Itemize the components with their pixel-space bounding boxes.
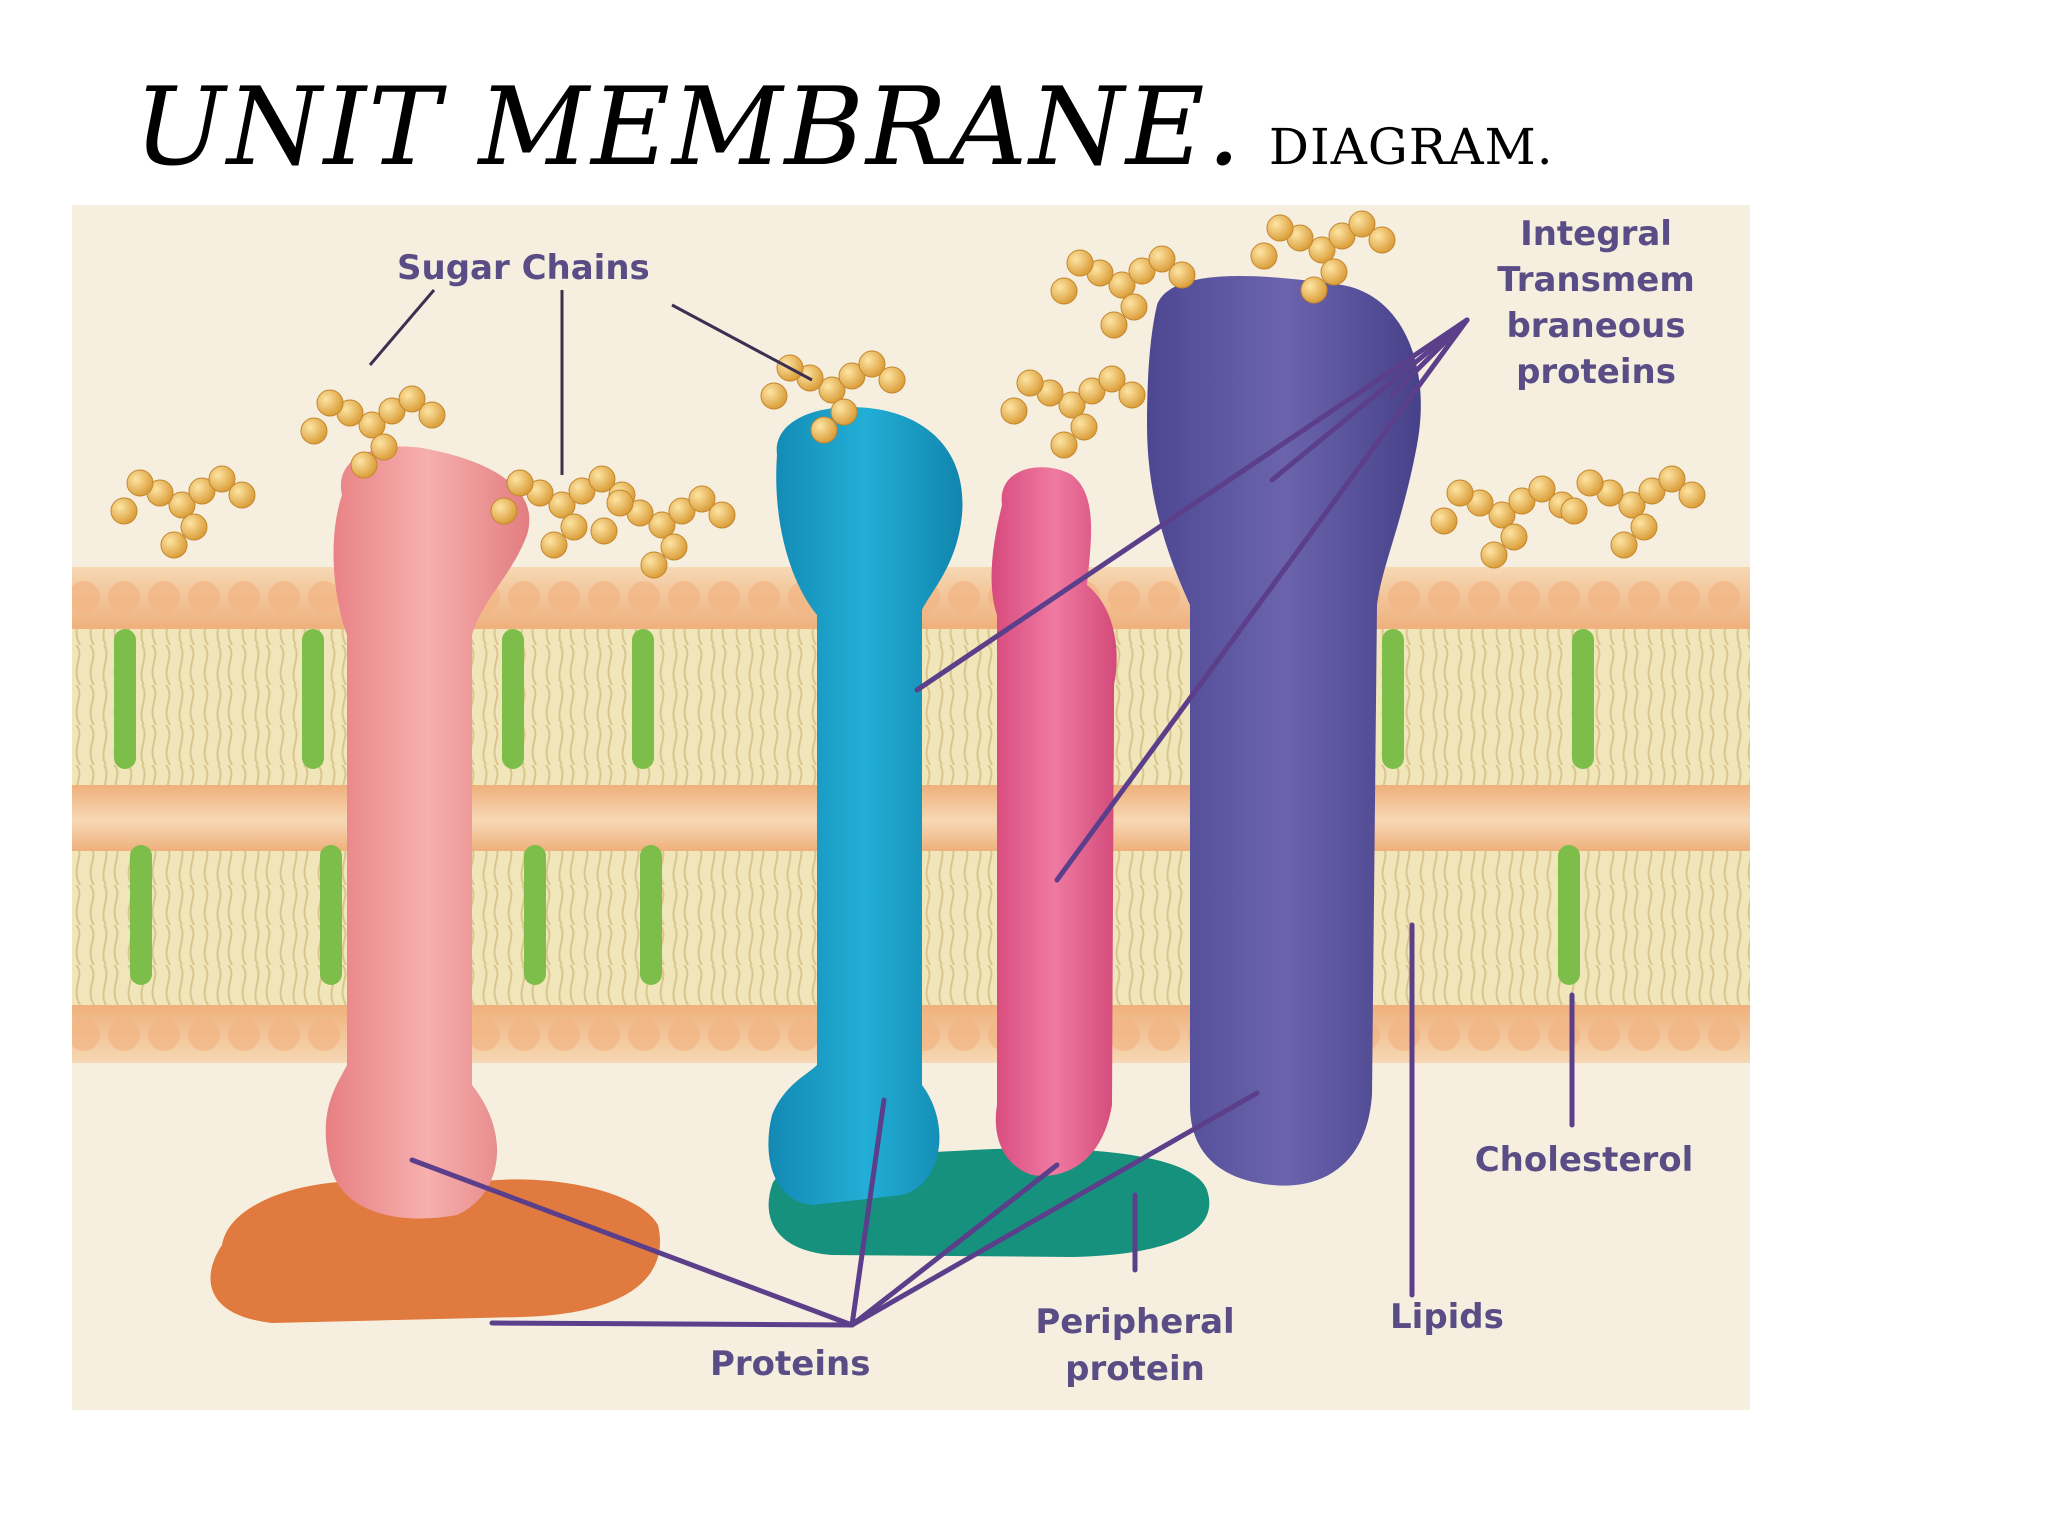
label-integral-line4: proteins: [1516, 352, 1676, 392]
label-integral-line3: braneous: [1506, 306, 1685, 346]
integral-protein-blue: [768, 407, 963, 1205]
label-sugar-chains: Sugar Chains: [397, 248, 650, 288]
label-peripheral-line2: protein: [1065, 1349, 1205, 1389]
integral-protein-pink: [325, 446, 530, 1219]
slide-title: UNIT MEMBRANE.DIAGRAM.: [134, 74, 1554, 182]
label-integral-line2: Transmem: [1497, 260, 1695, 300]
label-peripheral-line1: Peripheral: [1035, 1302, 1234, 1342]
membrane-diagram: Sugar Chains Integral Transmem braneous …: [72, 205, 1750, 1410]
integral-protein-purple: [1147, 276, 1421, 1186]
integral-protein-magenta: [991, 467, 1117, 1176]
membrane-illustration: Sugar Chains Integral Transmem braneous …: [72, 210, 1750, 1389]
title-main: UNIT MEMBRANE.: [134, 65, 1243, 190]
sugar-chain-clusters: [110, 210, 1706, 579]
label-integral-line1: Integral: [1520, 214, 1672, 254]
title-sub: DIAGRAM.: [1268, 118, 1554, 176]
label-cholesterol: Cholesterol: [1475, 1140, 1694, 1180]
label-lipids: Lipids: [1390, 1297, 1504, 1337]
peripheral-protein-orange: [210, 1179, 661, 1323]
leader-lines: [368, 289, 1575, 1328]
label-proteins: Proteins: [710, 1344, 870, 1384]
